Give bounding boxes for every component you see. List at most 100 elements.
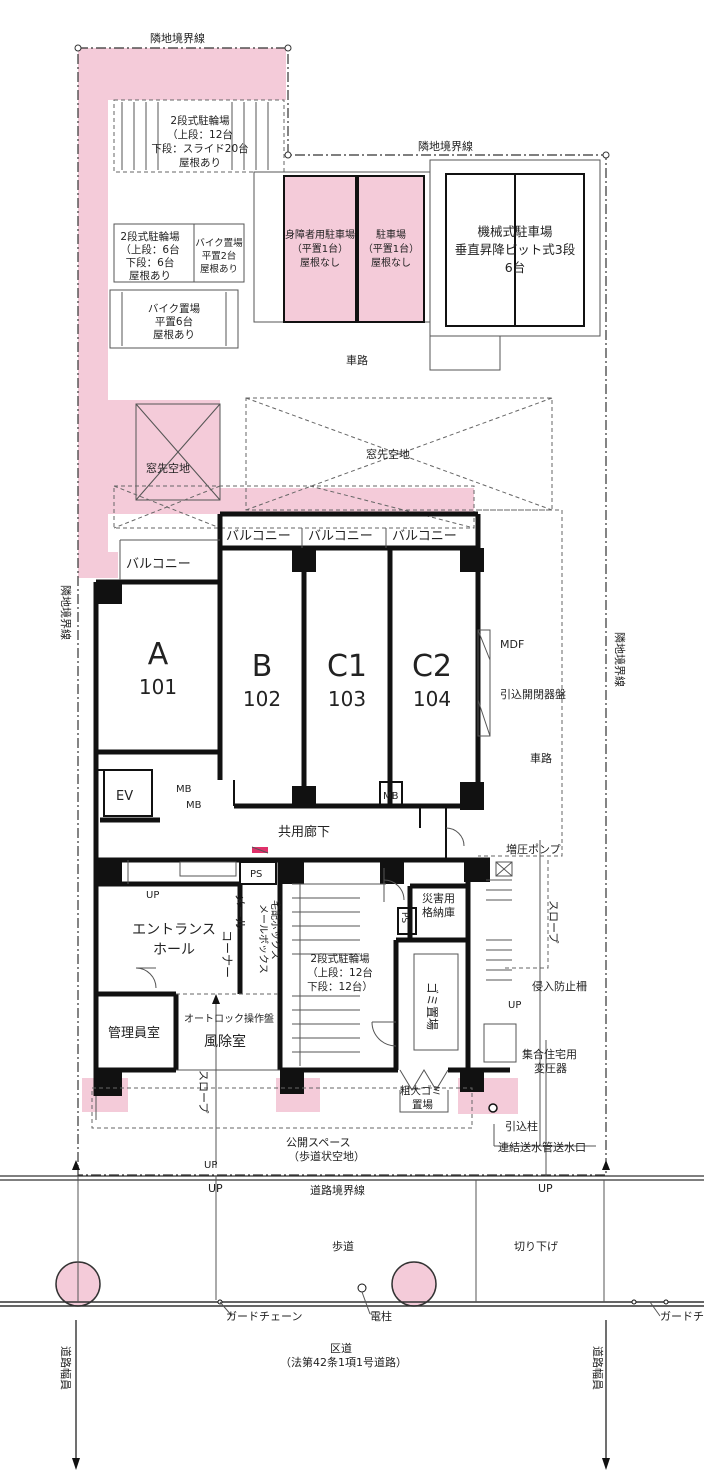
unit-b-letter: B [252,649,273,684]
bike-top-l4: 屋根あり [179,156,221,169]
mail-corner-l2: コーナー [220,930,234,978]
bike-mid-l4: 屋根あり [129,269,171,282]
label-road-right: 車路 [530,751,552,765]
label-public-space-sub: （歩道状空地） [288,1149,365,1163]
label-autolock: オートロック操作盤 [184,1012,274,1025]
label-up2: UP [508,1000,521,1011]
car-l2: （平置1台） [363,242,419,255]
labels: 隣地境界線 隣地境界線 隣地境界線 隣地境界線 道路境界線 2段式駐輪場 （上段… [59,31,704,1390]
moto6-l1: バイク置場 [148,302,201,315]
mech-l1: 機械式駐車場 [477,224,552,239]
label-window-left: 窓先空地 [146,461,190,475]
car-l3: 屋根なし [371,256,411,269]
mech-l3: 6台 [505,260,525,275]
bike-low-l1: 2段式駐輪場 [310,952,370,965]
label-window-center: 窓先空地 [366,447,410,461]
unit-b-number: 102 [243,687,281,711]
mail-corner: メール コーナー [220,894,247,978]
label-road-width-right: 道路幅員 [591,1346,605,1390]
moto-parking-small: バイク置場 平置2台 屋根あり [195,237,243,275]
label-mb2: MB [186,800,202,811]
bike-mid-l1: 2段式駐輪場 [120,230,180,243]
bike-top-l2: （上段：12台 [167,128,233,141]
mail-corner-l1: メール [233,894,247,930]
label-garbage: ゴミ置場 [425,982,440,1030]
right-driveway [478,509,563,969]
label-mb3: MB [383,791,399,802]
label-up1: UP [146,890,159,901]
car-l1: 駐車場 [376,228,406,241]
unit-c1-letter: C1 [327,649,367,684]
label-road-boundary: 道路境界線 [310,1183,365,1197]
label-balcony-left: バルコニー [126,557,191,572]
moto6-l2: 平置6台 [155,315,193,328]
label-sidewalk: 歩道 [332,1239,354,1253]
label-up3: UP [204,1160,217,1171]
label-right-neighbor: 隣地境界線 [613,632,627,687]
interior-fixtures [91,629,596,1168]
label-corridor: 共用廊下 [278,824,330,840]
moto-small-l2: 平置2台 [202,250,237,262]
bike-top-l1: 2段式駐輪場 [170,114,230,127]
transformer: 集合住宅用 変圧器 [522,1047,577,1075]
label-balcony-b: バルコニー [226,529,291,544]
entrance-hall: エントランス ホール [132,922,216,958]
label-manager-room: 管理員室 [108,1025,160,1041]
unit-c1: C1 103 [327,649,367,711]
label-curb-cut: 切り下げ [514,1240,558,1253]
bike-mid-l2: （上段：6台 [120,243,179,256]
unit-a-letter: A [148,637,169,672]
unit-c1-number: 103 [328,687,366,711]
transformer-l1: 集合住宅用 [522,1047,577,1061]
label-delivery-box: 宅配ボックス [269,900,282,960]
label-slope-left: スロープ [197,1070,210,1113]
mechanical-parking: 機械式駐車場 垂直昇降ピット式3段 6台 [455,224,575,275]
label-utility-pole: 電柱 [370,1309,392,1323]
bike-low-l3: 下段：12台） [307,980,373,993]
upper-parking [109,99,601,371]
label-fire-inlet: 連結送水管送水口 [498,1140,586,1154]
label-anti-intrusion: 侵入防止柵 [532,979,587,993]
bulky-l2: 置場 [412,1098,433,1111]
bulky-l1: 粗大ゴミ [400,1084,442,1097]
bike-parking-lower: 2段式駐輪場 （上段：12台 下段：12台） [307,952,373,993]
disaster-l2: 格納庫 [422,905,455,919]
label-road-top: 車路 [346,353,368,367]
label-top-right-neighbor: 隣地境界線 [418,139,473,153]
mech-l2: 垂直昇降ピット式3段 [455,242,575,257]
label-switchboard: 引込開閉器盤 [500,687,566,701]
label-guard-chain-right: ガードチ [660,1310,704,1323]
disabled-l3: 屋根なし [300,256,340,269]
unit-b: B 102 [243,649,281,711]
entrance-l2: ホール [153,942,195,958]
entrance-l1: エントランス [132,922,216,938]
label-mail-box: メールボックス [257,904,269,974]
moto-small-l3: 屋根あり [200,263,238,275]
unit-c2: C2 104 [412,649,452,711]
label-up-road-right: UP [538,1182,553,1195]
bike-mid-l3: 下段：6台 [126,256,175,269]
label-slope-right: スロープ [547,900,560,943]
label-balcony-c1: バルコニー [308,529,373,544]
label-up-road-left: UP [208,1182,223,1195]
car-parking: 駐車場 （平置1台） 屋根なし [363,228,419,269]
road-area [0,1040,704,1470]
bike-parking-mid: 2段式駐輪場 （上段：6台 下段：6台 屋根あり [120,230,180,282]
moto-small-l1: バイク置場 [195,237,243,249]
structural-columns [96,548,490,1096]
disabled-l2: （平置1台） [292,242,348,255]
bike-top-l3: 下段：スライド20台 [151,142,248,155]
bulky-garbage: 粗大ゴミ 置場 [400,1084,442,1111]
label-ps1: PS [250,869,262,880]
moto-parking-6: バイク置場 平置6台 屋根あり [148,302,201,341]
site-boundary [74,44,610,1176]
moto6-l3: 屋根あり [153,328,195,341]
unit-a: A 101 [139,637,177,699]
disaster-storage: 災害用 格納庫 [422,891,455,919]
bike-low-l2: （上段：12台 [307,966,373,979]
label-mb1: MB [176,784,192,795]
unit-c2-letter: C2 [412,649,452,684]
label-top-neighbor: 隣地境界線 [150,31,205,45]
label-public-space: 公開スペース [286,1136,351,1149]
